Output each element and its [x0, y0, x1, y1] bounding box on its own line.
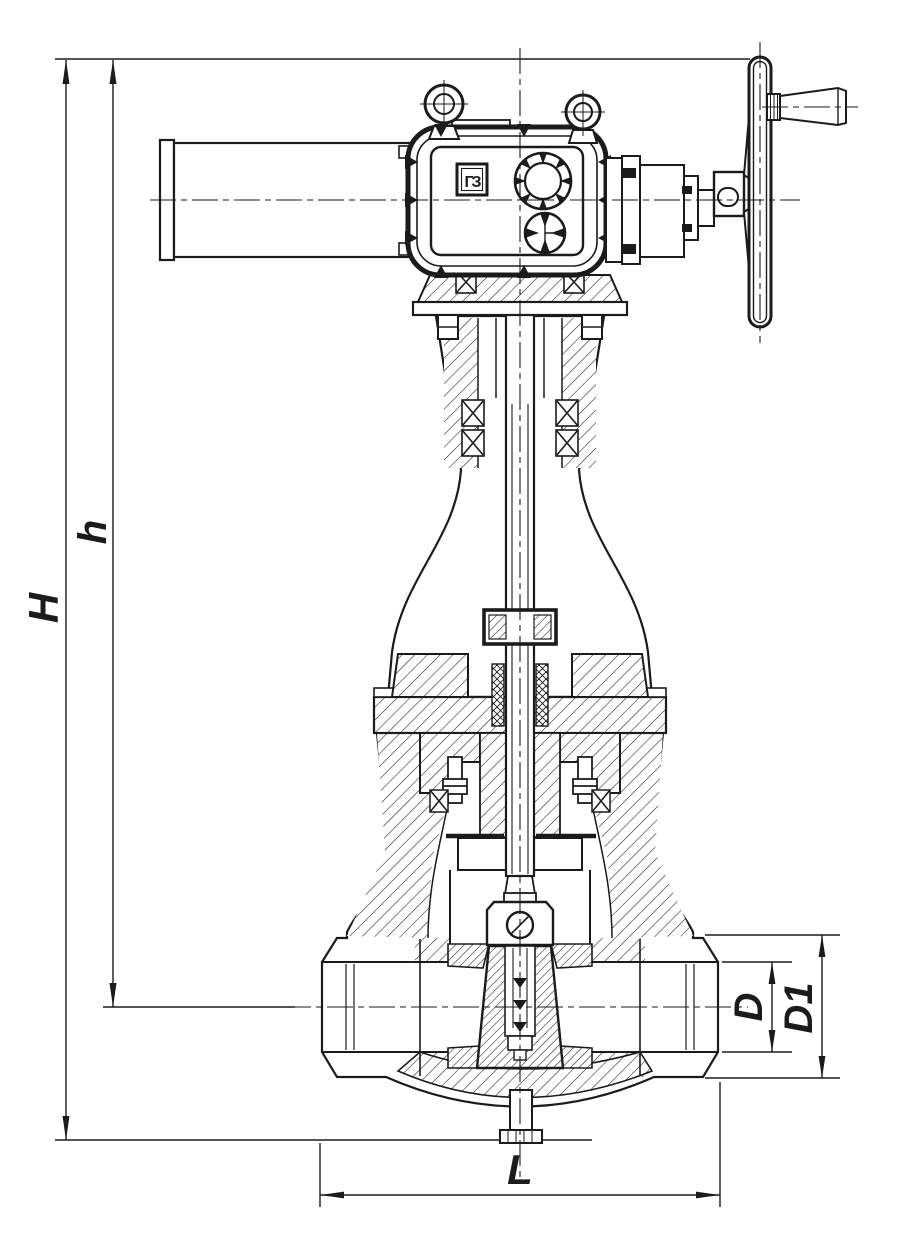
handwheel-drive [605, 55, 847, 329]
packing-left [390, 653, 469, 698]
packing-spring-left [491, 663, 505, 727]
dimension-arrows [62, 60, 826, 1199]
packing-right [571, 653, 650, 698]
label-h: h [71, 520, 115, 544]
seat-rings [447, 943, 593, 1069]
label-L: L [507, 1146, 533, 1193]
manufacturer-logo: ГЗ [455, 162, 489, 197]
centerlines [150, 42, 858, 1182]
label-D: D [727, 993, 771, 1022]
dimension-labels: H h D D1 L [20, 520, 821, 1193]
electric-actuator: ГЗ [158, 83, 611, 278]
logo-text: ГЗ [464, 174, 481, 191]
dimension-lines [55, 58, 840, 1207]
gland-studs [442, 756, 598, 804]
label-H: H [20, 591, 67, 623]
packing-spring-right [535, 663, 549, 727]
position-indicator [513, 151, 573, 211]
gland-bearings [429, 789, 611, 813]
vent-port [523, 211, 567, 255]
stem-bearings [461, 399, 579, 457]
label-D1: D1 [777, 982, 821, 1033]
drain-plug [499, 1089, 543, 1144]
motor-body [639, 164, 685, 258]
eyebolt-crosshairs [420, 80, 605, 136]
